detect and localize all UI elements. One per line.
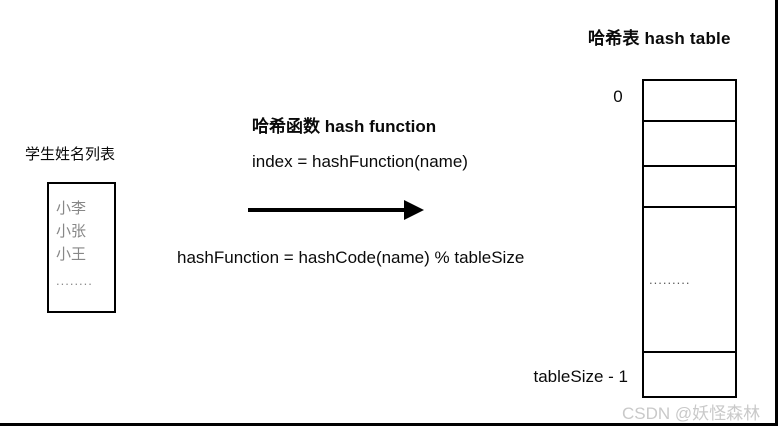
student-name-list: 小李 小张 小王 ........ bbox=[49, 184, 114, 292]
student-name-list-box: 小李 小张 小王 ........ bbox=[47, 182, 116, 313]
image-border-right bbox=[775, 0, 778, 426]
hash-table-cell bbox=[644, 353, 735, 396]
student-list-ellipsis: ........ bbox=[56, 273, 93, 288]
watermark-text: CSDN @妖怪森林 bbox=[622, 404, 761, 423]
hash-table-title: 哈希表 hash table bbox=[588, 29, 731, 48]
hash-table-cell bbox=[644, 81, 735, 122]
first-index-label: 0 bbox=[613, 87, 623, 106]
image-border-bottom bbox=[0, 423, 778, 426]
student-list-label: 学生姓名列表 bbox=[25, 146, 116, 163]
arrow-right-icon bbox=[248, 200, 424, 220]
last-index-label: tableSize - 1 bbox=[533, 367, 629, 386]
student-name: 小张 bbox=[56, 223, 87, 240]
index-formula-text: index = hashFunction(name) bbox=[252, 152, 468, 171]
hash-table-cell bbox=[644, 167, 735, 208]
hash-function-definition-text: hashFunction = hashCode(name) % tableSiz… bbox=[177, 248, 525, 267]
student-name: 小李 bbox=[56, 200, 87, 217]
hash-table-ellipsis-text: ......... bbox=[649, 272, 691, 287]
hash-table-cell-ellipsis: ......... bbox=[644, 208, 735, 353]
hash-table-array: ......... bbox=[642, 79, 737, 398]
hash-table-cell bbox=[644, 122, 735, 167]
hash-function-title: 哈希函数 hash function bbox=[252, 117, 437, 136]
student-name: 小王 bbox=[56, 246, 87, 263]
